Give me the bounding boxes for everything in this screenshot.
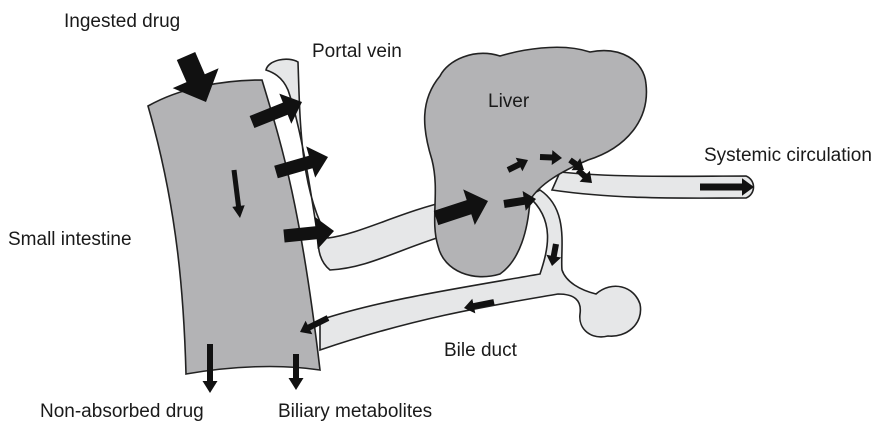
label-liver: Liver bbox=[488, 92, 529, 111]
label-bile-duct: Bile duct bbox=[444, 341, 517, 360]
label-biliary-metabolites: Biliary metabolites bbox=[278, 402, 432, 421]
small-intestine-shape bbox=[148, 80, 320, 374]
label-small-intestine: Small intestine bbox=[8, 230, 132, 249]
liver-shape bbox=[425, 47, 647, 276]
label-portal-vein: Portal vein bbox=[312, 42, 402, 61]
label-systemic-circulation: Systemic circulation bbox=[704, 146, 872, 165]
label-non-absorbed-drug: Non-absorbed drug bbox=[40, 402, 204, 421]
label-ingested-drug: Ingested drug bbox=[64, 12, 180, 31]
